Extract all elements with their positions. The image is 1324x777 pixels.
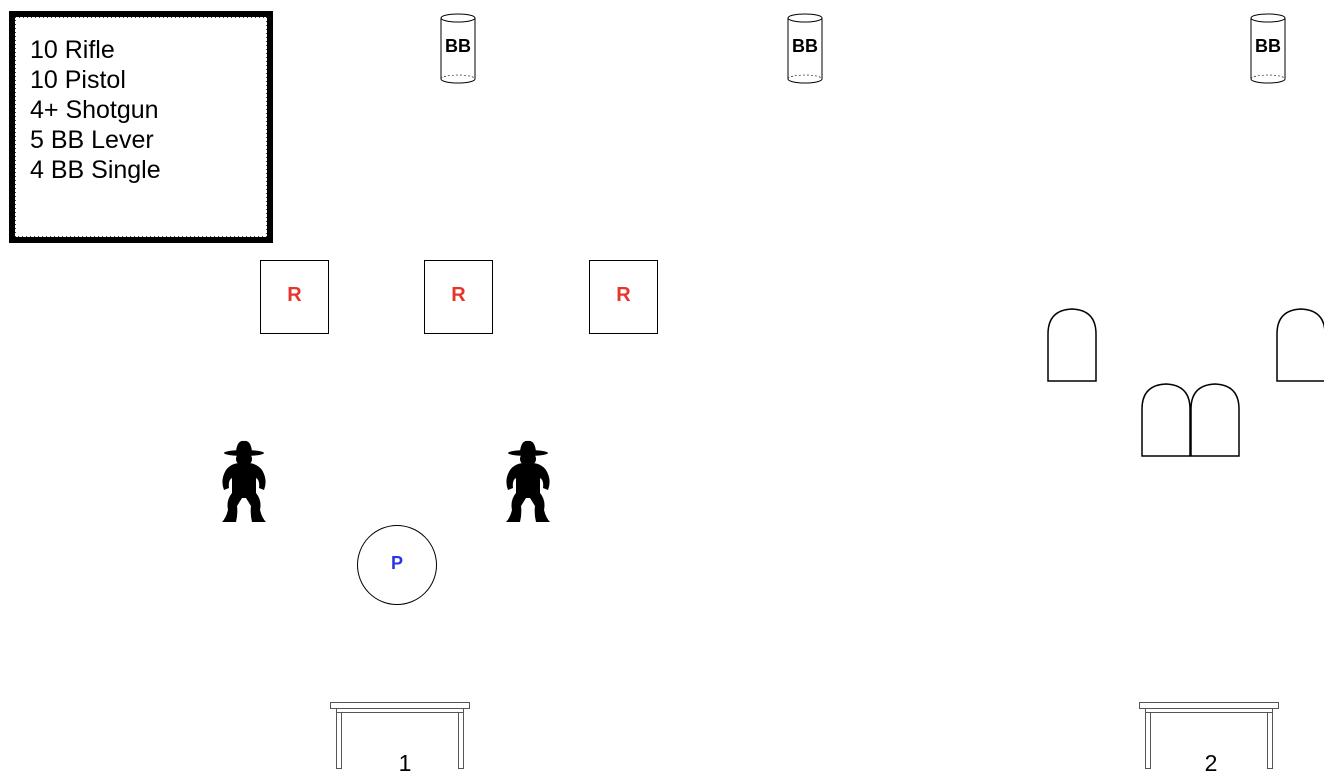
round-count-bb-single: 4 BB Single <box>30 155 161 185</box>
cowboy-silhouette-icon <box>216 436 272 526</box>
rifle-target-2: R <box>424 260 493 334</box>
rifle-target-3-label: R <box>590 284 657 307</box>
round-count-box: 10 Rifle 10 Pistol 4+ Shotgun 5 BB Lever… <box>6 8 272 244</box>
round-count-pistol: 10 Pistol <box>30 65 161 95</box>
cowboy-silhouette-icon <box>500 436 556 526</box>
bigbore-can-2: BB <box>784 12 826 84</box>
rifle-target-1: R <box>260 260 329 334</box>
bigbore-can-1: BB <box>437 12 479 84</box>
shooting-position-1: 1 <box>390 750 420 777</box>
bigbore-can-3: BB <box>1247 12 1289 84</box>
shotgun-knockdown-target <box>1141 383 1191 457</box>
round-count-shotgun: 4+ Shotgun <box>30 95 161 125</box>
shooting-position-2: 2 <box>1196 750 1226 777</box>
rifle-target-3: R <box>589 260 658 334</box>
rifle-target-1-label: R <box>261 284 328 307</box>
shotgun-knockdown-target <box>1190 383 1240 457</box>
shotgun-knockdown-target <box>1047 308 1097 382</box>
bigbore-can-3-label: BB <box>1247 36 1289 57</box>
pistol-target-label: P <box>358 553 436 574</box>
pistol-target: P <box>357 525 437 605</box>
round-count-list: 10 Rifle 10 Pistol 4+ Shotgun 5 BB Lever… <box>30 35 161 185</box>
round-count-bb-lever: 5 BB Lever <box>30 125 161 155</box>
round-count-rifle: 10 Rifle <box>30 35 161 65</box>
shotgun-knockdown-target <box>1276 308 1324 382</box>
bigbore-can-1-label: BB <box>437 36 479 57</box>
bigbore-can-2-label: BB <box>784 36 826 57</box>
rifle-target-2-label: R <box>425 284 492 307</box>
